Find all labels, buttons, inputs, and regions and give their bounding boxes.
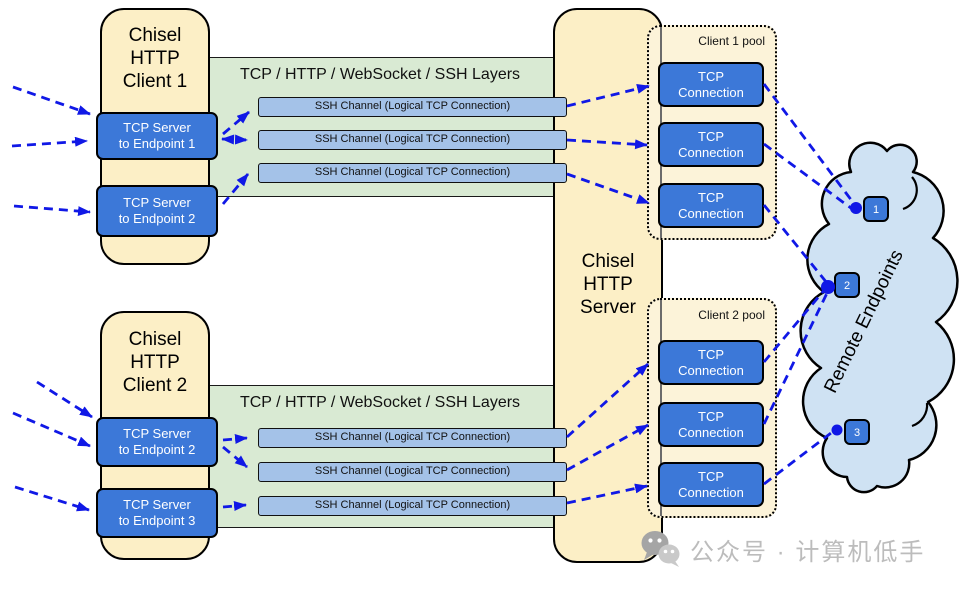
endpoint-dot [831, 424, 843, 436]
ssh-channel-bar: SSH Channel (Logical TCP Connection) [258, 163, 567, 183]
tcp-connection-line2: Connection [678, 424, 744, 440]
tcp-server-box: TCP Server to Endpoint 1 [96, 112, 218, 160]
tcp-connection-line2: Connection [678, 84, 744, 100]
cloud-inner-arc [911, 402, 929, 428]
tcp-connection-box: TCP Connection [658, 183, 764, 228]
incoming-arrow [36, 380, 93, 419]
tcp-server-line2: to Endpoint 2 [118, 442, 196, 457]
incoming-arrow [12, 411, 91, 448]
pool-to-endpoint-arrow [763, 142, 856, 213]
server-title: Chisel HTTP Server [580, 251, 636, 318]
endpoint-number: 1 [873, 204, 879, 216]
tcp-server-line1: TCP Server [123, 195, 191, 210]
tcp-connection-line2: Connection [678, 144, 744, 160]
incoming-arrow [11, 136, 88, 148]
pool-to-endpoint-arrow [762, 83, 857, 206]
watermark: 公众号 · 计算机低手 [640, 530, 925, 568]
ssh-channel-bar: SSH Channel (Logical TCP Connection) [258, 97, 567, 117]
tcp-connection-line1: TCP [698, 468, 724, 484]
tcp-server-box: TCP Server to Endpoint 2 [96, 417, 218, 467]
tcp-server-line2: to Endpoint 3 [118, 513, 196, 528]
layers-band-title: TCP / HTTP / WebSocket / SSH Layers [239, 66, 521, 83]
tcp-connection-line1: TCP [698, 346, 724, 362]
watermark-text: 公众号 · 计算机低手 [690, 538, 926, 566]
endpoint-dot [850, 202, 862, 214]
ssh-channel-bar: SSH Channel (Logical TCP Connection) [258, 496, 567, 516]
tcp-connection-line1: TCP [698, 408, 724, 424]
tcp-connection-box: TCP Connection [658, 340, 764, 385]
tcp-server-box: TCP Server to Endpoint 3 [96, 488, 218, 538]
endpoint-box-1 [863, 196, 889, 222]
ssh-channel-bar: SSH Channel (Logical TCP Connection) [258, 130, 567, 150]
tcp-connection-box: TCP Connection [658, 402, 764, 447]
tcp-server-line1: TCP Server [123, 497, 191, 512]
cloud-label: Remote Endpoints [820, 247, 907, 397]
ssh-channel-bar: SSH Channel (Logical TCP Connection) [258, 462, 567, 482]
ssh-channel-bar: SSH Channel (Logical TCP Connection) [258, 428, 567, 448]
tcp-connection-line1: TCP [698, 128, 724, 144]
remote-endpoints-cloud [799, 141, 959, 494]
incoming-arrow [14, 485, 90, 512]
client1-title: Chisel HTTP Client 1 [122, 25, 188, 92]
endpoint-dot [821, 280, 835, 294]
tcp-connection-line1: TCP [698, 68, 724, 84]
client2-pool-label: Client 2 pool [698, 308, 765, 322]
tcp-server-box: TCP Server to Endpoint 2 [96, 185, 218, 237]
wechat-icon [641, 531, 680, 567]
cloud-inner-arc [902, 176, 918, 211]
tcp-connection-box: TCP Connection [658, 122, 764, 167]
tcp-connection-box: TCP Connection [658, 62, 764, 107]
tcp-server-line2: to Endpoint 2 [118, 211, 196, 226]
client2-title: Chisel HTTP Client 2 [122, 329, 188, 396]
tcp-connection-line2: Connection [678, 362, 744, 378]
tcp-server-line2: to Endpoint 1 [118, 136, 196, 151]
incoming-arrow [12, 85, 91, 116]
tcp-server-line1: TCP Server [123, 120, 191, 135]
tcp-server-line1: TCP Server [123, 426, 191, 441]
endpoint-box-2 [834, 272, 860, 298]
tcp-connection-line2: Connection [678, 205, 744, 221]
layers-band-title: TCP / HTTP / WebSocket / SSH Layers [239, 394, 521, 411]
tcp-connection-box: TCP Connection [658, 462, 764, 507]
client1-pool-label: Client 1 pool [698, 34, 765, 48]
endpoint-box-3 [844, 419, 870, 445]
incoming-arrow [13, 204, 91, 217]
tcp-connection-line2: Connection [678, 484, 744, 500]
tcp-connection-line1: TCP [698, 189, 724, 205]
endpoint-number: 3 [854, 427, 860, 439]
endpoint-number: 2 [844, 280, 850, 292]
